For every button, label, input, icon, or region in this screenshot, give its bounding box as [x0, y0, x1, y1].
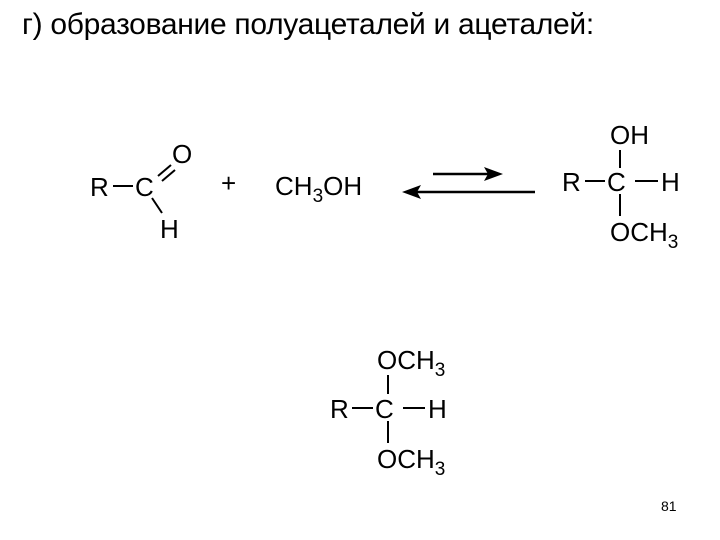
double-bond-c-o-1: [157, 164, 172, 177]
reverse-arrow-head: [402, 185, 421, 199]
slide-title: г) образование полуацеталей и ацеталей:: [22, 8, 594, 41]
bond-c-h: [151, 197, 163, 214]
acetal-h: H: [428, 394, 447, 424]
hemiacetal-h: H: [661, 167, 680, 197]
aldehyde-r: R: [90, 172, 109, 202]
acetal-r: R: [330, 394, 349, 424]
hemiacetal-och3: OCH3: [610, 217, 679, 253]
double-bond-c-o-2: [161, 169, 176, 182]
page-number: 81: [661, 498, 677, 514]
methanol-formula: CH3OH: [275, 171, 363, 207]
aldehyde-h: H: [160, 214, 179, 244]
hemiacetal-oh: OH: [610, 120, 649, 150]
hemiacetal-r: R: [562, 167, 581, 197]
acetal-c: C: [375, 394, 394, 424]
plus-sign: +: [221, 168, 237, 198]
aldehyde-c: C: [135, 172, 154, 202]
acetal-och3-bottom: OCH3: [377, 444, 446, 480]
aldehyde-o: O: [172, 139, 193, 169]
acetal-och3-top: OCH3: [377, 345, 446, 381]
forward-arrow-head: [484, 167, 503, 181]
hemiacetal-c: C: [607, 167, 626, 197]
